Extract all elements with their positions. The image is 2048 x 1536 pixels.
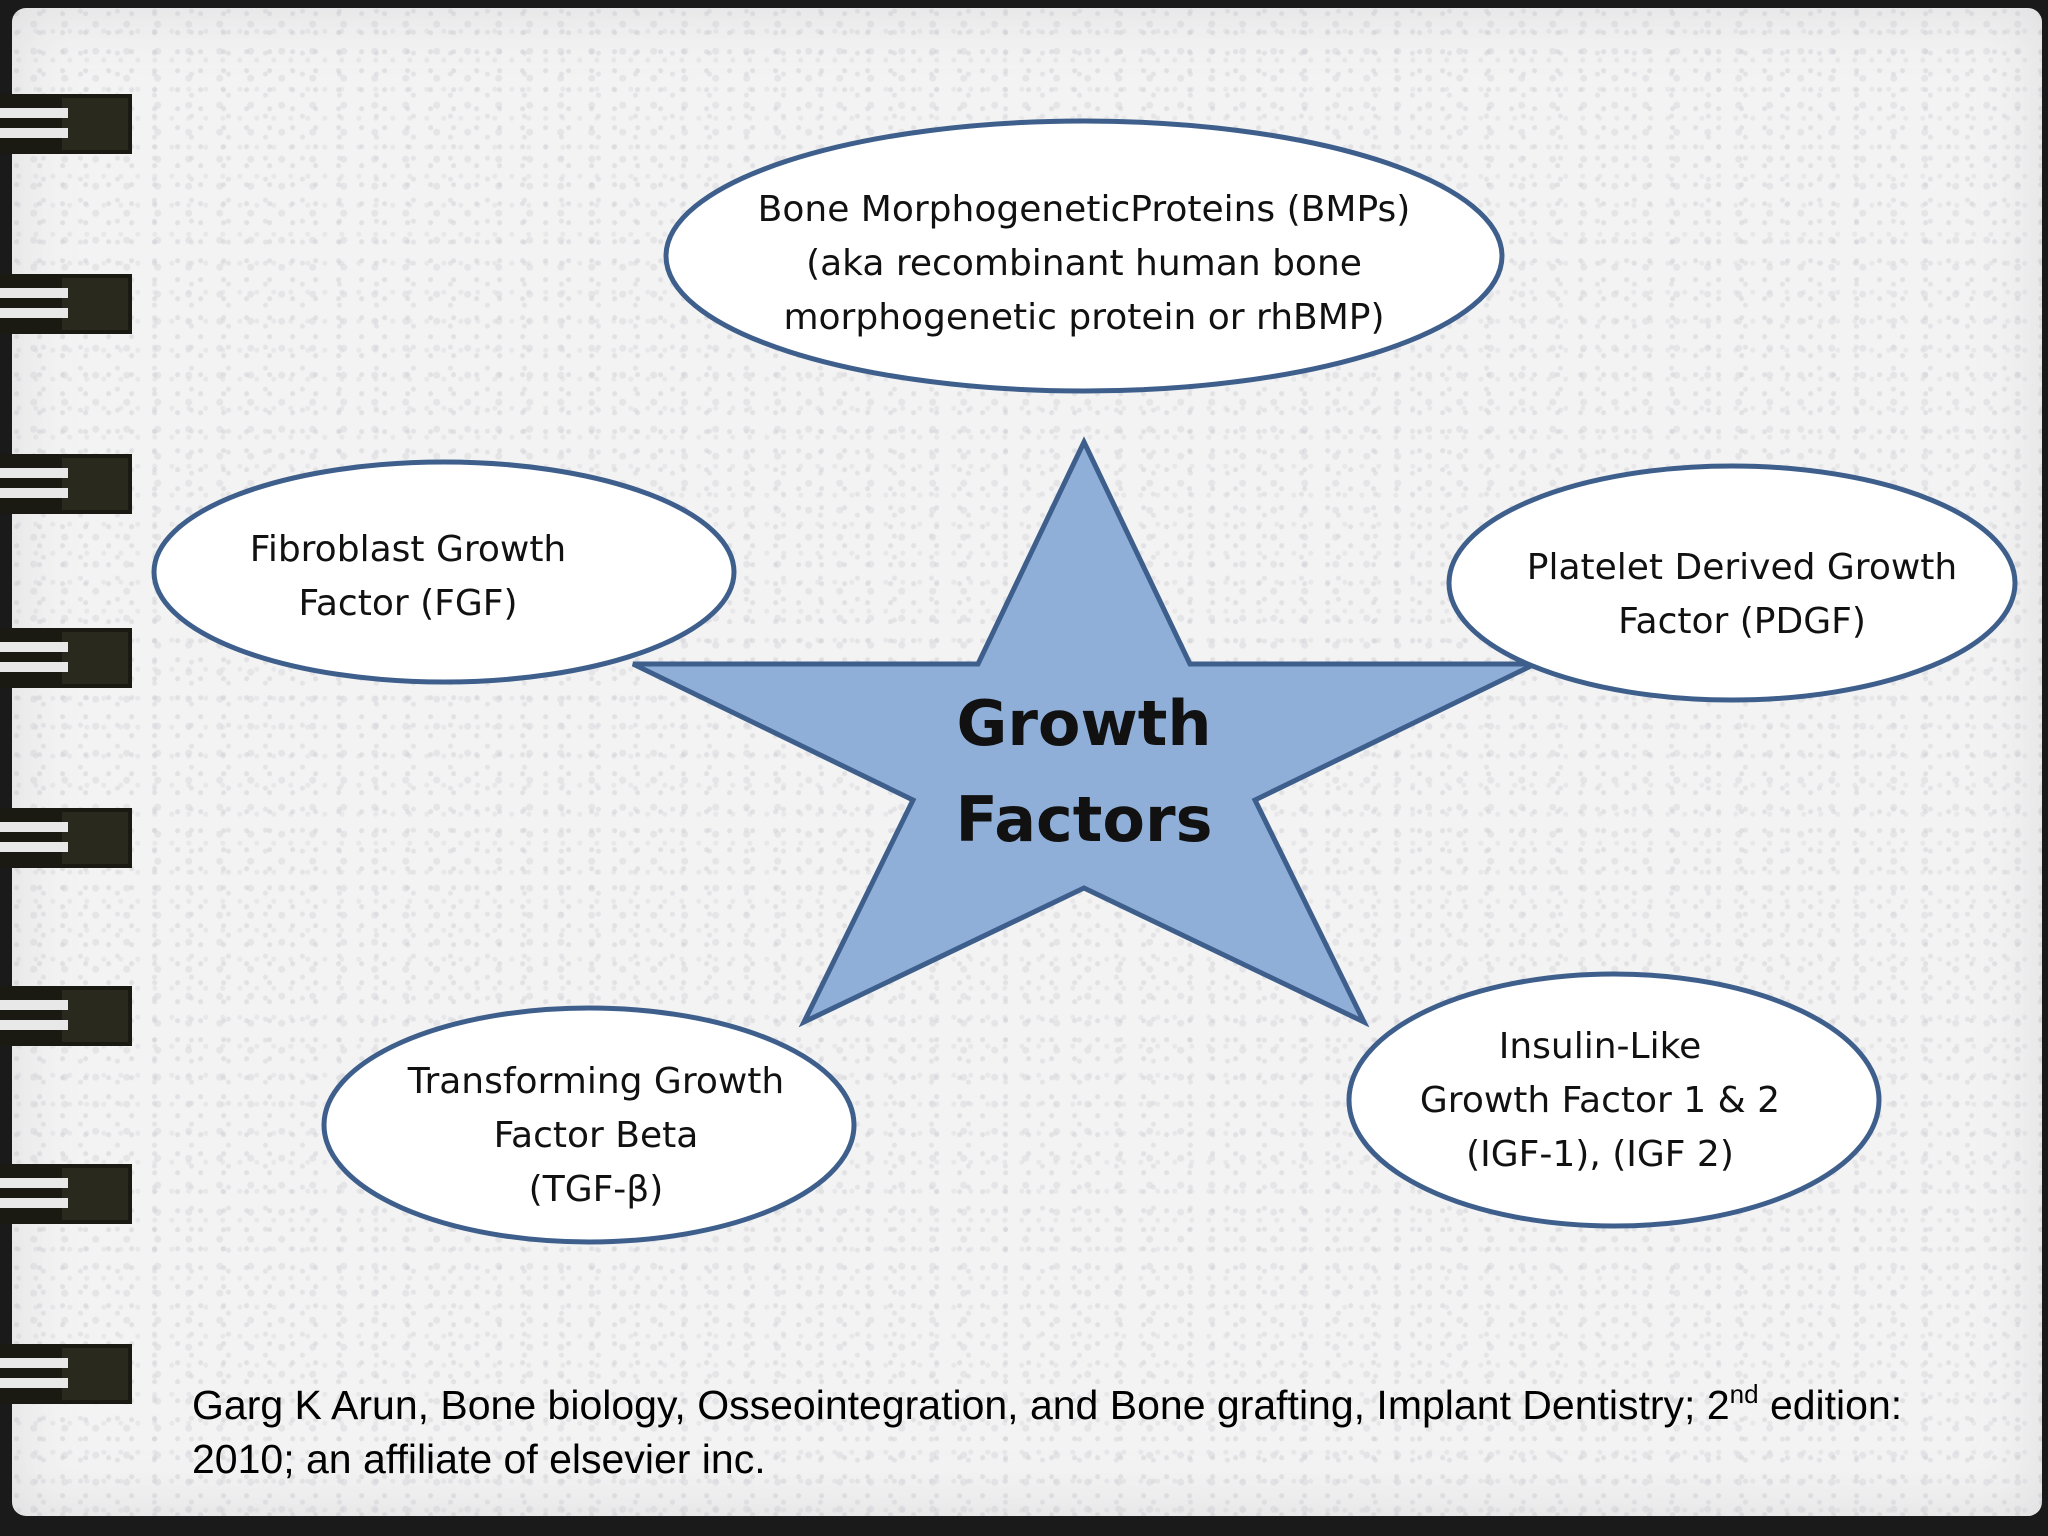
- binding-ring: [0, 1164, 132, 1224]
- citation: Garg K Arun, Bone biology, Osseointegrat…: [192, 1378, 1992, 1486]
- spiral-binding: [0, 94, 132, 1404]
- node-label-pdgf: Platelet Derived Growth Factor (PDGF): [1526, 547, 1958, 642]
- binding-ring: [0, 1344, 132, 1404]
- node-ellipse-pdgf: [1446, 463, 2018, 703]
- binding-ring: [0, 808, 132, 868]
- binding-ring: [0, 628, 132, 688]
- citation-text-end: edition: 2010; an affiliate of elsevier …: [192, 1382, 1903, 1482]
- binding-ring: [0, 274, 132, 334]
- node-label-igf: Insulin-Like Growth Factor 1 & 2 (IGF-1)…: [1419, 1026, 1781, 1175]
- citation-text: Garg K Arun, Bone biology, Osseointegrat…: [192, 1382, 1730, 1428]
- citation-superscript: nd: [1729, 1379, 1759, 1409]
- node-ellipse-bmp: [663, 118, 1505, 394]
- node-label-tgf: Transforming Growth Factor Beta (TGF-β): [407, 1061, 785, 1210]
- node-ellipse-igf: [1346, 971, 1882, 1229]
- center-star: [631, 436, 1537, 1028]
- node-ellipse-fgf: [151, 459, 737, 685]
- node-label-fgf: Fibroblast Growth Factor (FGF): [249, 529, 567, 624]
- node-label-bmp: Bone MorphogeneticProteins (BMPs) (aka r…: [757, 189, 1411, 338]
- center-label: Growth Factors: [955, 687, 1213, 856]
- binding-ring: [0, 454, 132, 514]
- node-ellipse-tgf: [321, 1005, 857, 1245]
- binding-ring: [0, 986, 132, 1046]
- binding-ring: [0, 94, 132, 154]
